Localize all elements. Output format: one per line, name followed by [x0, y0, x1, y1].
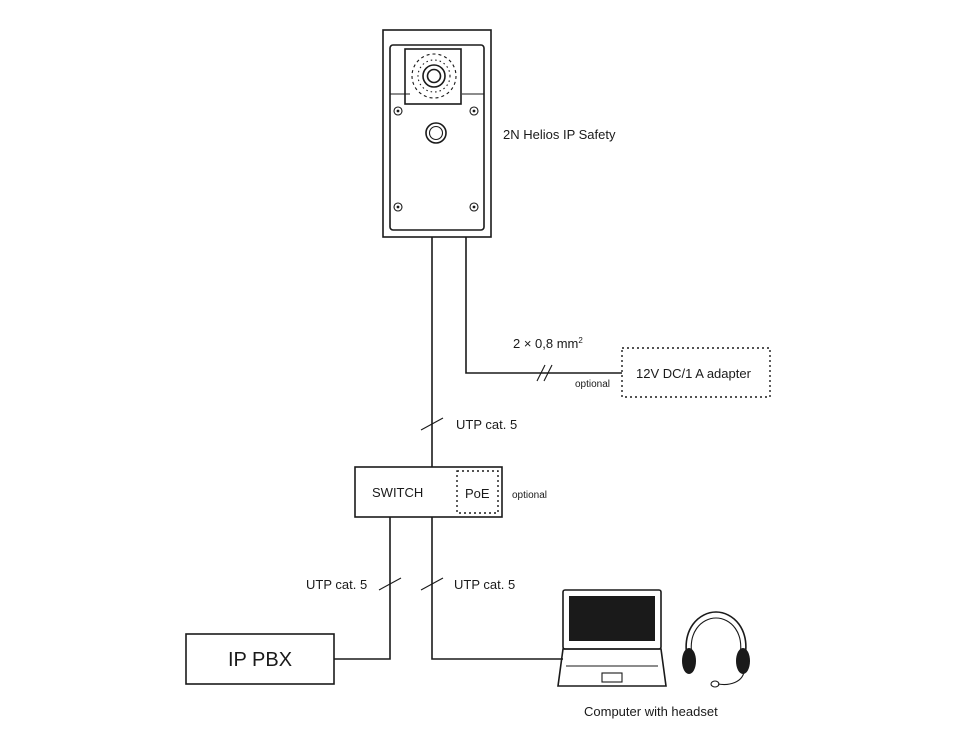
- adapter-label: 12V DC/1 A adapter: [636, 366, 752, 381]
- screw-icon: [393, 106, 403, 116]
- headset-mic-boom: [717, 671, 745, 686]
- pbx-label: IP PBX: [228, 649, 292, 671]
- power-cable-label: 2 × 0,8 mm2: [513, 336, 583, 351]
- device-panel: [389, 44, 485, 231]
- device-frame: [382, 29, 492, 238]
- adapter-box: [621, 347, 771, 398]
- uplink-cable-label: UTP cat. 5: [456, 417, 517, 432]
- screw-icon: [469, 106, 479, 116]
- pbx-cable-label: UTP cat. 5: [306, 577, 367, 592]
- cable-slash: [536, 364, 546, 382]
- call-button-icon: [425, 122, 447, 144]
- cable-slash: [543, 364, 553, 382]
- device-label: 2N Helios IP Safety: [503, 127, 616, 142]
- pbx-cable: [334, 517, 391, 660]
- camera-ring-icon: [417, 59, 451, 93]
- power-cable: [465, 237, 622, 374]
- cable-slash: [420, 577, 444, 591]
- switch-box: [354, 466, 503, 518]
- laptop-touchpad: [601, 672, 623, 683]
- pbx-box: [185, 633, 335, 685]
- screw-icon: [393, 202, 403, 212]
- pc-cable-label: UTP cat. 5: [454, 577, 515, 592]
- cable-slash: [420, 417, 444, 431]
- pc-cable: [431, 517, 563, 660]
- headset-mic: [710, 680, 720, 688]
- headset-band: [685, 611, 747, 663]
- switch-label: SWITCH: [372, 485, 423, 500]
- poe-box: [456, 470, 499, 514]
- computer-label: Computer with headset: [584, 704, 718, 719]
- headset-ear-cup: [682, 648, 696, 674]
- camera-lens-icon: [426, 68, 442, 84]
- headset-icon: [682, 611, 750, 688]
- laptop-icon: [557, 589, 667, 687]
- headset-ear-cup: [736, 648, 750, 674]
- cable-slash: [378, 577, 402, 591]
- camera-ring-icon: [411, 53, 457, 99]
- poe-label: PoE: [465, 486, 490, 501]
- headset-band: [690, 617, 742, 661]
- camera-lens-icon: [422, 64, 446, 88]
- laptop-base: [557, 648, 667, 687]
- camera-module: [404, 48, 462, 105]
- screw-icon: [469, 202, 479, 212]
- power-optional-label: optional: [575, 379, 610, 390]
- call-button-icon: [428, 125, 444, 141]
- laptop-screen: [569, 596, 655, 641]
- switch-optional-label: optional: [512, 490, 547, 501]
- intercom-device: [382, 29, 492, 238]
